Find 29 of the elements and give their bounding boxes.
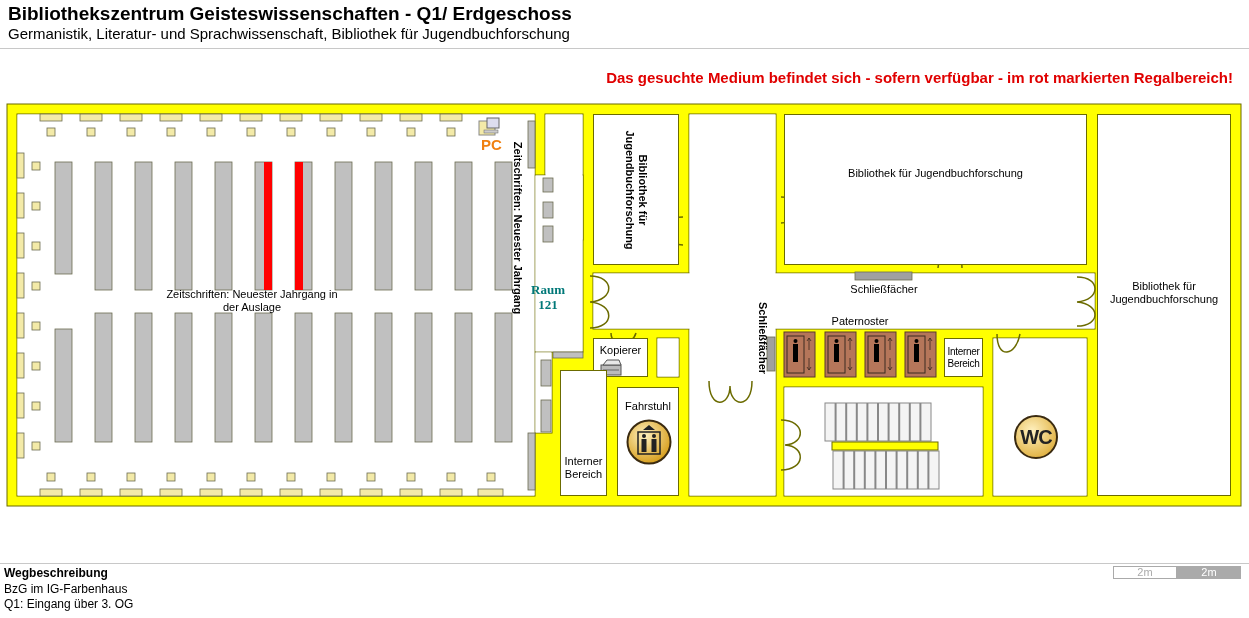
scale-segment: 2m	[1113, 566, 1177, 579]
room-label: Bibliothek für Jugendbuchforschung	[623, 129, 649, 250]
room-label: Kopierer	[598, 344, 643, 357]
room	[593, 114, 679, 265]
room	[593, 338, 648, 377]
room	[617, 387, 679, 496]
room	[784, 114, 1087, 265]
room-label: Bibliothek für Jugendbuchforschung	[1108, 280, 1220, 306]
room	[1097, 114, 1231, 496]
area-label: Zeitschriften: Neuester Jahrgang in der Auslage	[165, 288, 339, 314]
notice-text: Das gesuchte Medium befindet sich - sofern verfügbar - im rot markierten Regalbereich!	[606, 69, 1233, 86]
locker-label: Schließfächer	[850, 282, 918, 296]
directions-text: Q1: Eingang über 3. OG	[4, 597, 134, 611]
room-number: Raum 121	[530, 282, 566, 312]
pc-label: PC	[481, 136, 502, 153]
room-label: Bibliothek für Jugendbuchforschung	[847, 167, 1024, 180]
scale-segment: 2m	[1177, 566, 1241, 579]
room-label: Interner Bereich	[946, 346, 981, 370]
directions-heading: Wegbeschreibung	[4, 566, 108, 580]
area-label: Zeitschriften: Neuester Jahrgang	[510, 141, 524, 315]
room-label: Interner Bereich	[563, 455, 604, 481]
room-label: Fahrstuhl	[624, 400, 672, 413]
room	[944, 338, 983, 377]
title: Bibliothekszentrum Geisteswissenschaften - Q1/ Erdgeschoss	[8, 3, 572, 25]
directions-text: BzG im IG-Farbenhaus	[4, 582, 128, 596]
locker-label: Schließfächer	[755, 301, 769, 375]
paternoster-label: Paternoster	[831, 314, 889, 328]
room	[560, 370, 607, 496]
subtitle: Germanistik, Literatur- und Sprachwissenschaft, Bibliothek für Jugendbuchforschung	[8, 25, 570, 42]
